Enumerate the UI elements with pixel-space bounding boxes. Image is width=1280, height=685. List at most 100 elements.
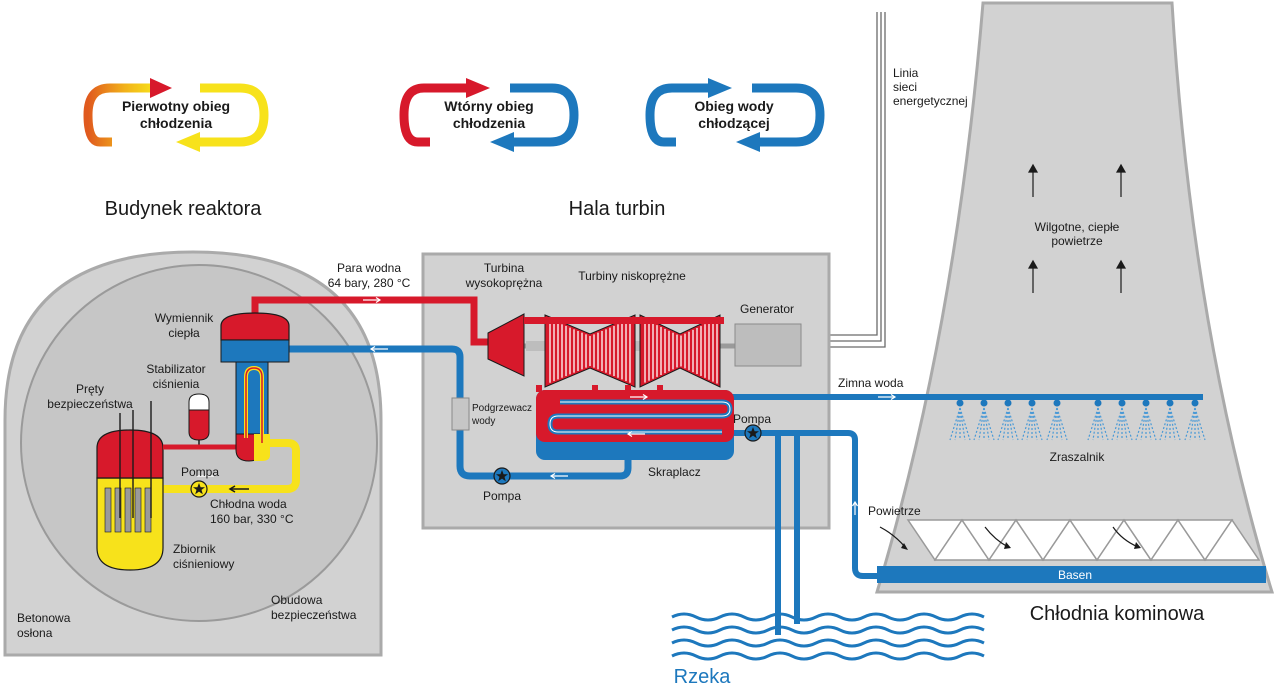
tower-pump-label: Pompa: [733, 412, 771, 426]
spray-line: [1184, 407, 1196, 441]
sprinkler-head: [1191, 399, 1199, 407]
spray-line: [1046, 407, 1058, 441]
river: [671, 612, 985, 661]
legend-primary-line1: Pierwotny obieg: [122, 98, 230, 114]
heat-exchanger: [220, 312, 290, 462]
pressure-vessel-label-2: ciśnieniowy: [173, 557, 234, 571]
hp-turbine-label-1: Turbina: [484, 261, 525, 275]
cold-water-label: Zimna woda: [838, 376, 904, 390]
reactor-pump-icon: [190, 480, 208, 498]
spray-line: [1159, 407, 1171, 441]
spray-line: [954, 407, 961, 441]
coolant-label-1: Chłodna woda: [210, 497, 287, 511]
spray-line: [1145, 407, 1152, 441]
spray-line: [1087, 407, 1099, 441]
legend-cooling-line1: Obieg wody: [694, 98, 774, 114]
spray-line: [1169, 407, 1181, 441]
spray-line: [1031, 407, 1043, 441]
containment-label-1: Obudowa: [271, 593, 323, 607]
river-label: Rzeka: [674, 666, 732, 685]
pressurizer: [163, 393, 240, 450]
turbines: [487, 313, 735, 392]
primary-flow-arrow: [228, 485, 249, 493]
hp-turbine: [487, 313, 525, 377]
steam-pipe: [251, 296, 488, 346]
spray-line: [1007, 407, 1014, 441]
condensate-pump-label: Pompa: [483, 489, 521, 503]
spray-line: [1116, 407, 1123, 441]
spray-line: [1056, 407, 1063, 441]
basin-label: Basen: [1058, 568, 1092, 582]
sprinkler-head: [956, 399, 964, 407]
spray-line: [973, 407, 985, 441]
concrete-shield-label-1: Betonowa: [17, 611, 71, 625]
spray-line: [983, 407, 990, 441]
legend-primary: Pierwotny obieg chłodzenia: [83, 78, 269, 152]
heat-exchanger-label-2: ciepła: [168, 326, 200, 340]
spray-line: [1194, 407, 1206, 441]
pressurizer-label-1: Stabilizator: [146, 362, 205, 376]
grid-line-label-3: energetycznej: [893, 94, 968, 108]
generator: [734, 323, 802, 367]
warm-air-arrows: [1027, 163, 1127, 293]
spray-line: [1026, 407, 1033, 441]
spray-line: [1111, 407, 1123, 441]
spray-line: [1194, 407, 1201, 441]
sprinkler-head: [1053, 399, 1061, 407]
spray-line: [1121, 407, 1133, 441]
legend-cooling: Obieg wody chłodzącej: [645, 78, 825, 152]
spray-line: [1092, 407, 1099, 441]
spray-line: [1002, 407, 1009, 441]
legend-secondary-line2: chłodzenia: [453, 115, 526, 131]
concrete-shield-label-2: osłona: [17, 626, 53, 640]
humid-air-label-1: Wilgotne, ciepłe: [1035, 220, 1120, 234]
legend-primary-line2: chłodzenia: [140, 115, 213, 131]
spray-line: [1097, 407, 1109, 441]
lp-turbine-2: [639, 314, 721, 388]
condenser: [536, 390, 734, 460]
legend-cooling-line2: chłodzącej: [698, 115, 770, 131]
pressurizer-label-2: ciśnienia: [153, 377, 200, 391]
heat-exchanger-label-1: Wymiennik: [155, 311, 215, 325]
sprinklers: [949, 399, 1206, 441]
containment-label-2: bezpieczeństwa: [271, 608, 357, 622]
sprinkler-head: [1118, 399, 1126, 407]
spray-line: [1145, 407, 1157, 441]
spray-line: [1135, 407, 1147, 441]
spray-line: [1031, 407, 1038, 441]
condensate-pump-icon: [493, 467, 511, 485]
feedwater-heater-label-2: wody: [471, 416, 495, 427]
spray-line: [1169, 407, 1176, 441]
spray-line: [983, 407, 995, 441]
sprinkler-head: [1028, 399, 1036, 407]
basin: [877, 566, 1266, 583]
control-rods-label-1: Pręty: [76, 382, 104, 396]
generator-label: Generator: [740, 302, 794, 316]
spray-line: [1007, 407, 1019, 441]
air-label: Powietrze: [868, 504, 921, 518]
pressure-vessel: [96, 401, 164, 571]
pressure-vessel-label-1: Zbiornik: [173, 542, 217, 556]
spray-line: [1051, 407, 1058, 441]
coolant-label-2: 160 bar, 330 °C: [210, 512, 294, 526]
hp-turbine-label-2: wysokoprężna: [465, 276, 543, 290]
grid-line-label-2: sieci: [893, 80, 917, 94]
sprayer-label: Zraszalnik: [1050, 450, 1106, 464]
sprinkler-head: [980, 399, 988, 407]
steam-label-1: Para wodna: [337, 261, 401, 275]
spray-line: [997, 407, 1009, 441]
spray-line: [1164, 407, 1171, 441]
spray-line: [959, 407, 971, 441]
cooling-pump-icon: [744, 424, 762, 442]
primary-loop: [163, 439, 300, 493]
spray-line: [1056, 407, 1068, 441]
reactor-pump-label: Pompa: [181, 465, 219, 479]
sprinkler-head: [1142, 399, 1150, 407]
spray-line: [1121, 407, 1128, 441]
humid-air-label-2: powietrze: [1051, 234, 1103, 248]
feedwater-heater: [451, 397, 470, 431]
sprinkler-head: [1166, 399, 1174, 407]
reactor-building-title: Budynek reaktora: [105, 198, 263, 220]
cooling-tower-title: Chłodnia kominowa: [1030, 603, 1205, 625]
